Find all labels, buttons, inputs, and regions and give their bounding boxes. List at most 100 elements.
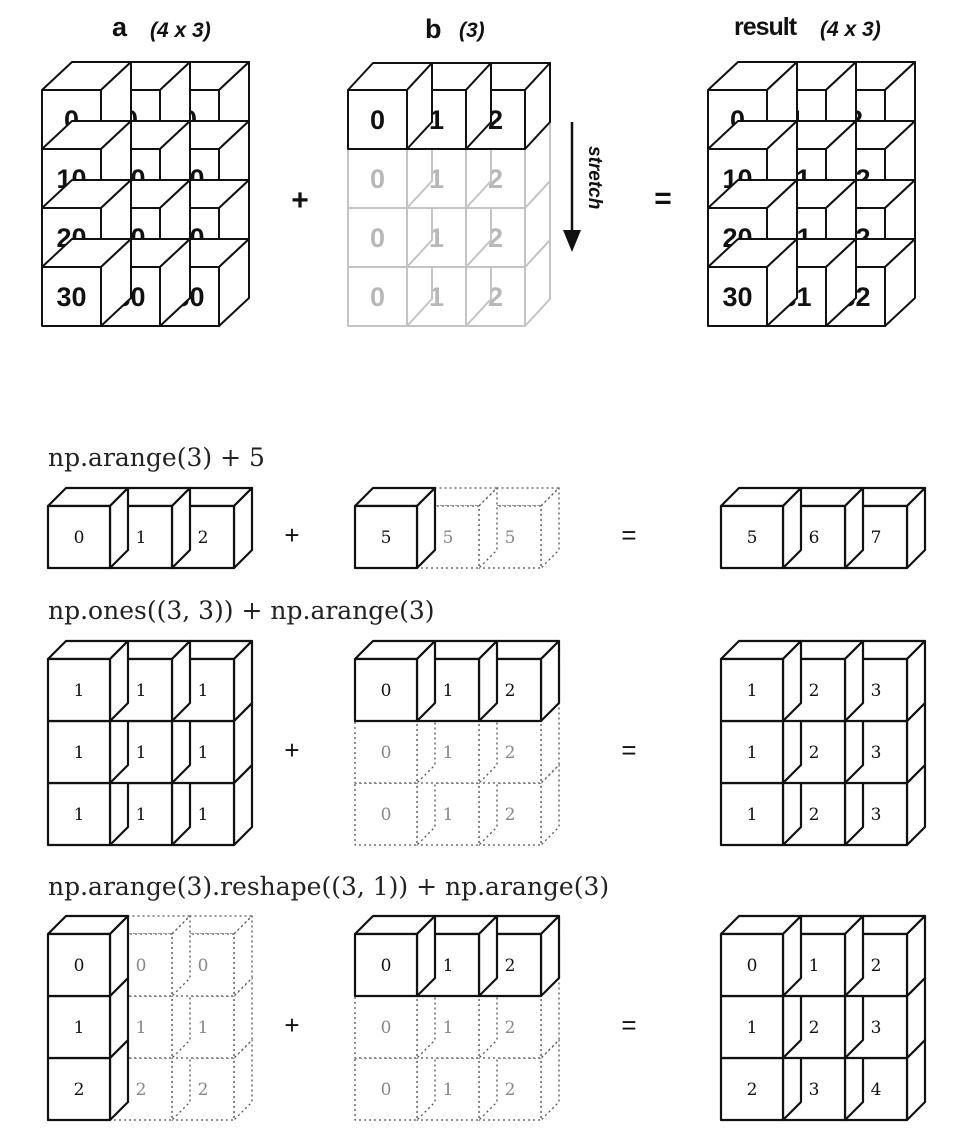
example-1-equals: = [621, 520, 636, 550]
plus-operator-top: + [291, 184, 309, 217]
ex3-result-r1-c1-value: 2 [809, 1018, 820, 1038]
cell-r3-c0-front-face [41, 266, 102, 327]
ex3-right-ghost-r1-c0-value: 0 [381, 1018, 392, 1038]
ex2-left-r0-c0-value: 1 [74, 681, 85, 701]
header-b-name: b [425, 14, 442, 44]
ex3-result-r0-c0-front-face [719, 932, 785, 998]
ex2-result-r1-c2-value: 3 [871, 743, 882, 763]
ex1-left-r0-c0-value: 0 [74, 528, 85, 548]
ex1-right-r0-c0-value: 5 [381, 528, 392, 548]
example-1-plus: + [284, 520, 299, 550]
header-a-shape: (4 x 3) [150, 19, 211, 42]
ex2-result-r0-c2-value: 3 [871, 681, 882, 701]
header-a: a (4 x 3) [112, 12, 211, 42]
ex2-right-r0-c0-front-face [353, 657, 419, 723]
cell-r0-c0-front-face [347, 89, 408, 150]
ex3-left-ghost-r0-c2-side-face [233, 915, 253, 997]
equals-operator-top: = [654, 182, 672, 215]
header-result-name: result [734, 13, 798, 41]
array-a-grid: 000101010202020303030 [41, 61, 250, 327]
ex1-result-r0-c1-value: 6 [809, 528, 820, 548]
ex2-right-ghost-r2-c2-value: 2 [505, 805, 516, 825]
ex3-left-ghost-r2-c1-value: 2 [136, 1080, 147, 1100]
ex2-right-r0-c1-value: 1 [443, 681, 454, 701]
ex3-right-ghost-r2-c1-value: 1 [443, 1080, 454, 1100]
ex2-result-r2-c0-value: 1 [747, 805, 758, 825]
ex1-result-r0-c0-front-face [719, 504, 785, 570]
ex2-result-r1-c0-value: 1 [747, 743, 758, 763]
ex1-left-r0-c0-front-face [46, 504, 112, 570]
ex1-result-r0-c2-value: 7 [871, 528, 882, 548]
cell-r3-c0-value: 30 [56, 282, 86, 312]
ex3-right-r0-c1-value: 1 [443, 956, 454, 976]
ex3-result-r1-c2-value: 3 [871, 1018, 882, 1038]
ex1-left-r0-c1-value: 1 [136, 528, 147, 548]
ex3-right-r0-c2-value: 2 [505, 956, 516, 976]
header-result: result (4 x 3) [734, 13, 881, 41]
header-a-name: a [112, 12, 128, 42]
stretch-arrow-head [563, 230, 581, 252]
ex2-right-ghost-r1-c0-value: 0 [381, 743, 392, 763]
ex2-result-r0-c0-value: 1 [747, 681, 758, 701]
ex3-left-r2-c0-value: 2 [74, 1080, 85, 1100]
header-b: b (3) [425, 14, 485, 44]
ex3-left-ghost-r0-c2-value: 0 [198, 956, 209, 976]
ex1-result-r0-c0-value: 5 [747, 528, 758, 548]
ex2-result-r1-c1-value: 2 [809, 743, 820, 763]
ex1-right-r0-c0-front-face [353, 504, 419, 570]
ex2-right-ghost-r2-c1-value: 1 [443, 805, 454, 825]
ex2-left-r0-c0-front-face [46, 657, 112, 723]
ex3-right-r0-c0-front-face [353, 932, 419, 998]
example-2-code: np.ones((3, 3)) + np.arange(3) [48, 596, 435, 625]
ex3-result-r0-c2-value: 2 [871, 956, 882, 976]
ex2-result-r0-c1-value: 2 [809, 681, 820, 701]
example-2-result-array: 3 2 1 3 2 1 3 2 1 [719, 639, 927, 847]
ex1-right-ghost-r0-c1-value: 5 [443, 528, 454, 548]
ex2-result-r0-c0-front-face [719, 657, 785, 723]
ex3-left-ghost-r1-c2-value: 1 [198, 1018, 209, 1038]
ex1-left-r0-c2-value: 2 [198, 528, 209, 548]
ex2-result-r2-c1-value: 2 [809, 805, 820, 825]
ex3-right-ghost-r1-c2-value: 2 [505, 1018, 516, 1038]
ex2-left-r1-c0-value: 1 [74, 743, 85, 763]
b-stretched-r1-c0-value: 0 [370, 223, 385, 253]
example-3-equals: = [621, 1010, 636, 1040]
ex3-left-r1-c0-value: 1 [74, 1018, 85, 1038]
example-3-plus: + [284, 1010, 299, 1040]
example-1-right-array: 5 5 5 [353, 486, 560, 570]
ex3-left-r0-c0-front-face [46, 932, 112, 998]
ex3-result-r2-c2-value: 4 [871, 1080, 882, 1100]
ex3-right-r0-c0-value: 0 [381, 956, 392, 976]
ex3-result-r2-c0-value: 2 [747, 1080, 758, 1100]
cell-r3-c0-front-face [707, 266, 768, 327]
ex2-left-r1-c1-value: 1 [136, 743, 147, 763]
result-grid: 210121110222120323130 [707, 61, 916, 327]
ex3-left-ghost-r0-c1-side-face [171, 915, 191, 997]
ex1-right-ghost-r0-c1-side-face [478, 487, 498, 569]
ex2-right-ghost-r1-c2-value: 2 [505, 743, 516, 763]
ex2-result-r2-c2-value: 3 [871, 805, 882, 825]
stretch-arrow: stretch [563, 122, 605, 252]
ex1-right-ghost-r0-c2-value: 5 [505, 528, 516, 548]
ex2-right-ghost-r2-c0-value: 0 [381, 805, 392, 825]
ex2-left-r0-c2-value: 1 [198, 681, 209, 701]
ex3-right-ghost-r2-c0-value: 0 [381, 1080, 392, 1100]
ex1-right-ghost-r0-c2-side-face [540, 487, 560, 569]
example-2-plus: + [284, 735, 299, 765]
ex2-left-r2-c2-value: 1 [198, 805, 209, 825]
example-2-equals: = [621, 735, 636, 765]
ex2-right-ghost-r1-c1-value: 1 [443, 743, 454, 763]
example-3-code: np.arange(3).reshape((3, 1)) + np.arange… [48, 872, 609, 901]
ex2-left-r0-c1-value: 1 [136, 681, 147, 701]
ex3-left-ghost-r2-c2-value: 2 [198, 1080, 209, 1100]
ex3-result-r2-c1-value: 3 [809, 1080, 820, 1100]
ex2-left-r1-c2-value: 1 [198, 743, 209, 763]
b-stretched-r2-c0-value: 0 [370, 282, 385, 312]
stretch-label: stretch [584, 146, 605, 209]
b-stretched-r0-c0-value: 0 [370, 164, 385, 194]
ex3-result-r1-c0-value: 1 [747, 1018, 758, 1038]
